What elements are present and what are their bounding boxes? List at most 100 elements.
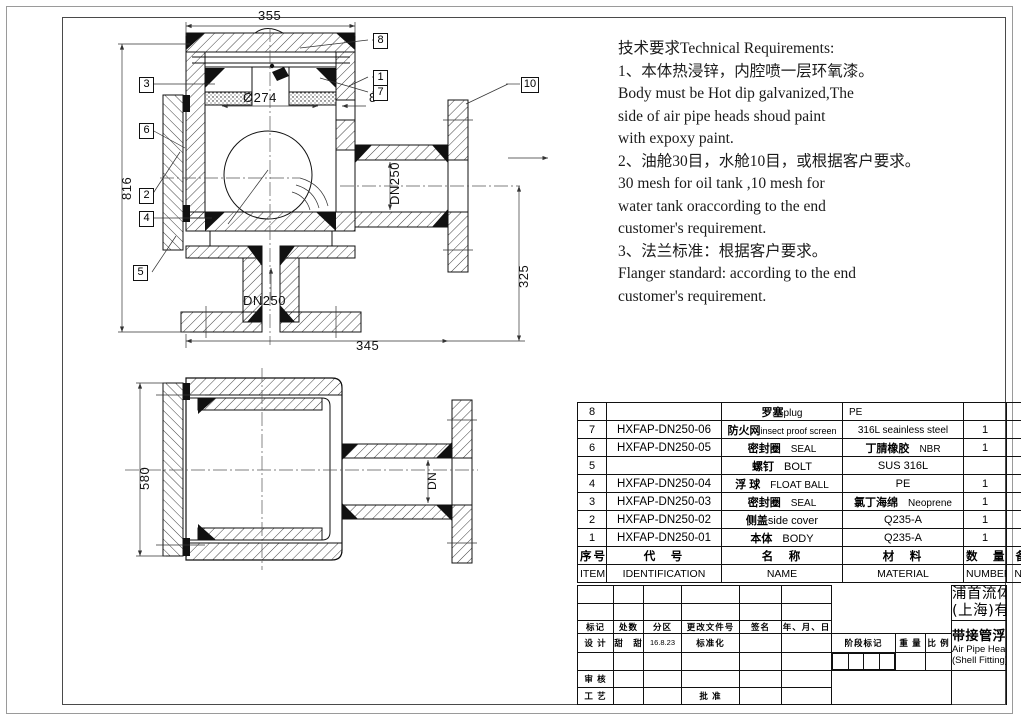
bom-name-en: BOLT [784, 460, 812, 473]
bom-ident: HXFAP-DN250-01 [606, 528, 722, 547]
standardize-label: 标准化 [681, 633, 740, 653]
bom-number: 1 [963, 528, 1007, 547]
blank-cell[interactable] [613, 686, 644, 706]
bom-ident: HXFAP-DN250-05 [606, 438, 722, 457]
rev-cell[interactable] [681, 585, 740, 604]
balloon-5[interactable]: 5 [133, 265, 148, 281]
notes-line-8: customer's requirement. [618, 220, 767, 237]
bom-name-en: SEAL [790, 497, 817, 509]
rev-cell[interactable] [613, 602, 644, 622]
scale-value-cell[interactable] [924, 651, 953, 671]
title-block: 浦首流体控制设备 (上海)有限公司 标记 处数 分区 更改文件号 [577, 584, 1008, 706]
dim-base-offset: 345 [356, 338, 380, 353]
design-sign-cell[interactable] [739, 633, 782, 653]
weight-value-cell[interactable] [895, 651, 926, 671]
rev-cell[interactable] [739, 602, 782, 622]
blank-cell[interactable] [643, 669, 682, 688]
bom-number [963, 456, 1007, 475]
bom-item: 1 [577, 528, 607, 547]
balloon-3[interactable]: 3 [139, 77, 154, 93]
table-row[interactable]: 8 罗塞plug PE [577, 402, 1021, 421]
dim-nozzle-height: 325 [516, 264, 531, 288]
bom-name-cn: 侧盖 [745, 514, 768, 527]
rev-cell[interactable] [577, 585, 614, 604]
blank-cell[interactable] [681, 651, 740, 671]
rev-cell[interactable] [739, 585, 782, 604]
rev-cell[interactable] [577, 602, 614, 622]
table-row[interactable]: 2 HXFAP-DN250-02 侧盖side cover Q235-A 1 [577, 510, 1021, 529]
table-row[interactable]: 7 HXFAP-DN250-06 防火网insect proof screen … [577, 420, 1021, 439]
stage-sub-cell[interactable] [863, 653, 880, 670]
balloon-4[interactable]: 4 [139, 211, 154, 227]
blank-cell[interactable] [613, 669, 644, 688]
balloon-1[interactable]: 1 [373, 70, 388, 86]
balloon-2[interactable]: 2 [139, 188, 154, 204]
blank-cell[interactable] [681, 669, 740, 688]
bom-item: 6 [577, 438, 607, 457]
rev-cell[interactable] [643, 585, 682, 604]
bom-ident: HXFAP-DN250-06 [606, 420, 722, 439]
stage-sub-cell[interactable] [847, 653, 864, 670]
stage-sub-cell[interactable] [832, 653, 849, 670]
blank-cell[interactable] [781, 686, 832, 706]
bom-mat-en: Neoprene [908, 497, 952, 509]
tb-spacer [832, 586, 952, 634]
bom-note [1006, 510, 1021, 529]
company-line-2: (上海)有限公司 [952, 603, 1006, 620]
bom-note [1006, 402, 1021, 421]
blank-cell[interactable] [739, 686, 782, 706]
balloon-8[interactable]: 8 [373, 33, 388, 49]
tb-blank-right[interactable] [830, 669, 953, 706]
bom-number: 1 [963, 510, 1007, 529]
bom-name: 防火网insect proof screen [721, 420, 843, 439]
bom-name: 罗塞plug [721, 402, 843, 421]
blank-cell[interactable] [643, 686, 682, 706]
rev-cell[interactable] [643, 602, 682, 622]
rev-header-sign: 签名 [739, 620, 782, 635]
technical-requirements: 技术要求Technical Requirements: 1、本体热浸锌，内腔喷一… [618, 38, 990, 308]
blank-cell[interactable] [739, 651, 782, 671]
front-section-view [118, 22, 548, 348]
bom-header-item-cn: 序号 [577, 546, 607, 565]
bom-header-en-row: ITEM IDENTIFICATION NAME MATERIAL NUMBER… [577, 564, 1021, 583]
bom-number: 1 [963, 420, 1007, 439]
rev-header-zone: 分区 [643, 620, 682, 635]
blank-cell[interactable] [643, 651, 682, 671]
blank-cell[interactable] [781, 651, 832, 671]
bom-header-name-en: NAME [721, 564, 843, 583]
bom-header-item-en: ITEM [577, 564, 607, 583]
rev-cell[interactable] [681, 602, 740, 622]
blank-cell[interactable] [781, 669, 832, 688]
notes-line-2: Body must be Hot dip galvanized,The [618, 85, 854, 102]
dim-base-bore: DN250 [243, 293, 286, 308]
scale-label: 比 例 [924, 633, 953, 653]
balloon-10[interactable]: 10 [521, 77, 539, 93]
blank-cell[interactable] [577, 651, 614, 671]
role-process-label: 工 艺 [577, 686, 614, 706]
bom-header-name-cn: 名 称 [721, 546, 843, 565]
blank-cell[interactable] [739, 669, 782, 688]
notes-heading: 技术要求Technical Requirements: [618, 40, 835, 57]
company-name-cell: 浦首流体控制设备 (上海)有限公司 [951, 584, 1008, 622]
rev-header-date: 年、月、日 [781, 620, 832, 635]
design-date-cell[interactable] [781, 633, 832, 653]
balloon-7[interactable]: 7 [373, 85, 388, 101]
blank-cell[interactable] [613, 651, 644, 671]
bom-header-material-cn: 材 料 [842, 546, 964, 565]
rev-cell[interactable] [613, 585, 644, 604]
balloon-6[interactable]: 6 [139, 123, 154, 139]
stage-sub-cell[interactable] [878, 653, 895, 670]
rev-cell[interactable] [781, 585, 832, 604]
bom-note [1006, 420, 1021, 439]
rev-cell[interactable] [781, 602, 832, 622]
weight-label: 重 量 [895, 633, 926, 653]
bom-name-cn: 防火网 [727, 424, 761, 437]
